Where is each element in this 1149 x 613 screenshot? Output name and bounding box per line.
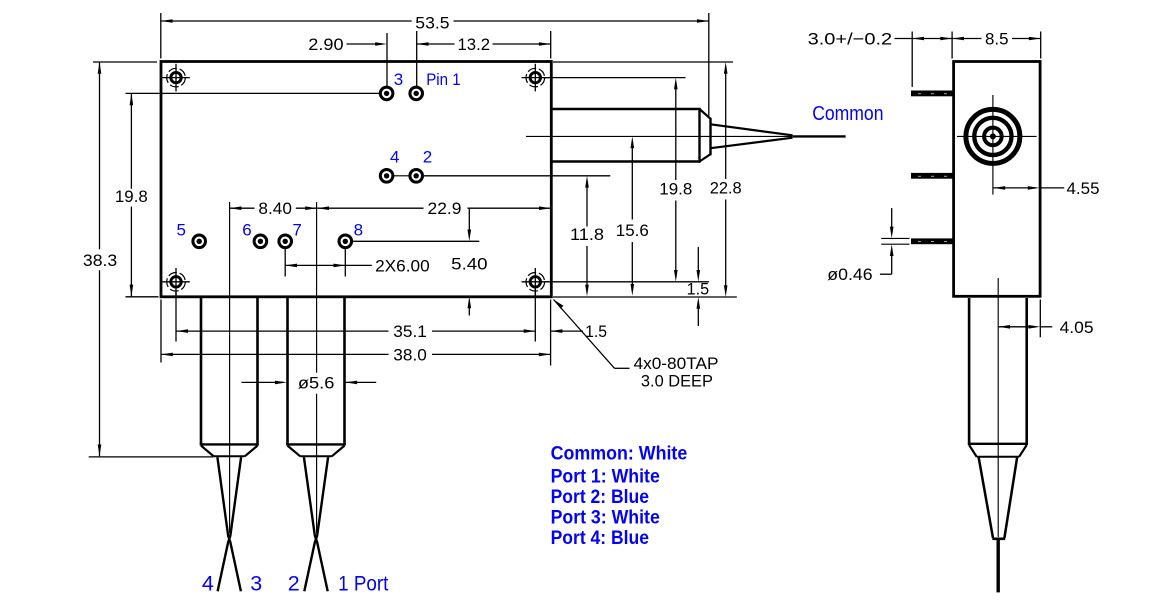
svg-text:4: 4 (390, 148, 399, 167)
svg-text:2.90: 2.90 (308, 35, 343, 54)
svg-text:11.8: 11.8 (570, 225, 604, 244)
svg-text:8.40: 8.40 (258, 199, 292, 218)
svg-text:5.40: 5.40 (451, 254, 487, 273)
svg-text:Port 1: White: Port 1: White (551, 465, 660, 487)
svg-text:2: 2 (288, 572, 300, 596)
svg-text:4.05: 4.05 (1060, 318, 1094, 337)
svg-text:4x0-80TAP: 4x0-80TAP (634, 354, 719, 373)
svg-text:Common: White: Common: White (551, 443, 688, 465)
svg-text:19.8: 19.8 (115, 187, 148, 206)
svg-text:6: 6 (242, 221, 251, 240)
svg-text:5: 5 (177, 221, 186, 240)
svg-text:38.3: 38.3 (83, 251, 117, 270)
svg-text:38.0: 38.0 (393, 345, 427, 364)
svg-text:Pin 1: Pin 1 (426, 70, 460, 89)
svg-text:1.5: 1.5 (687, 280, 710, 299)
svg-text:8: 8 (354, 221, 363, 240)
svg-text:Port 4: Blue: Port 4: Blue (551, 527, 650, 549)
svg-text:35.1: 35.1 (393, 322, 427, 341)
svg-text:4: 4 (202, 572, 214, 596)
svg-text:Common: Common (812, 102, 883, 125)
svg-text:13.2: 13.2 (458, 35, 491, 54)
svg-text:22.8: 22.8 (710, 178, 742, 197)
svg-text:3.0 DEEP: 3.0 DEEP (641, 372, 713, 391)
svg-text:Port 3: White: Port 3: White (551, 507, 660, 529)
svg-text:15.6: 15.6 (616, 221, 649, 240)
svg-text:1 Port: 1 Port (338, 572, 388, 596)
svg-text:7: 7 (292, 221, 301, 240)
svg-text:Port 2: Blue: Port 2: Blue (551, 486, 650, 508)
svg-text:8.5: 8.5 (985, 30, 1009, 49)
svg-text:ø5.6: ø5.6 (298, 374, 335, 393)
svg-text:1.5: 1.5 (585, 322, 607, 341)
svg-text:53.5: 53.5 (415, 14, 449, 33)
svg-text:2X6.00: 2X6.00 (375, 256, 430, 275)
svg-text:4.55: 4.55 (1067, 179, 1100, 198)
svg-text:3: 3 (250, 572, 262, 596)
svg-text:3: 3 (394, 70, 403, 89)
svg-text:ø0.46: ø0.46 (827, 265, 872, 284)
svg-text:22.9: 22.9 (428, 199, 462, 218)
svg-text:19.8: 19.8 (659, 179, 692, 198)
svg-text:3.0+/−0.2: 3.0+/−0.2 (808, 30, 893, 49)
svg-text:2: 2 (423, 148, 432, 167)
